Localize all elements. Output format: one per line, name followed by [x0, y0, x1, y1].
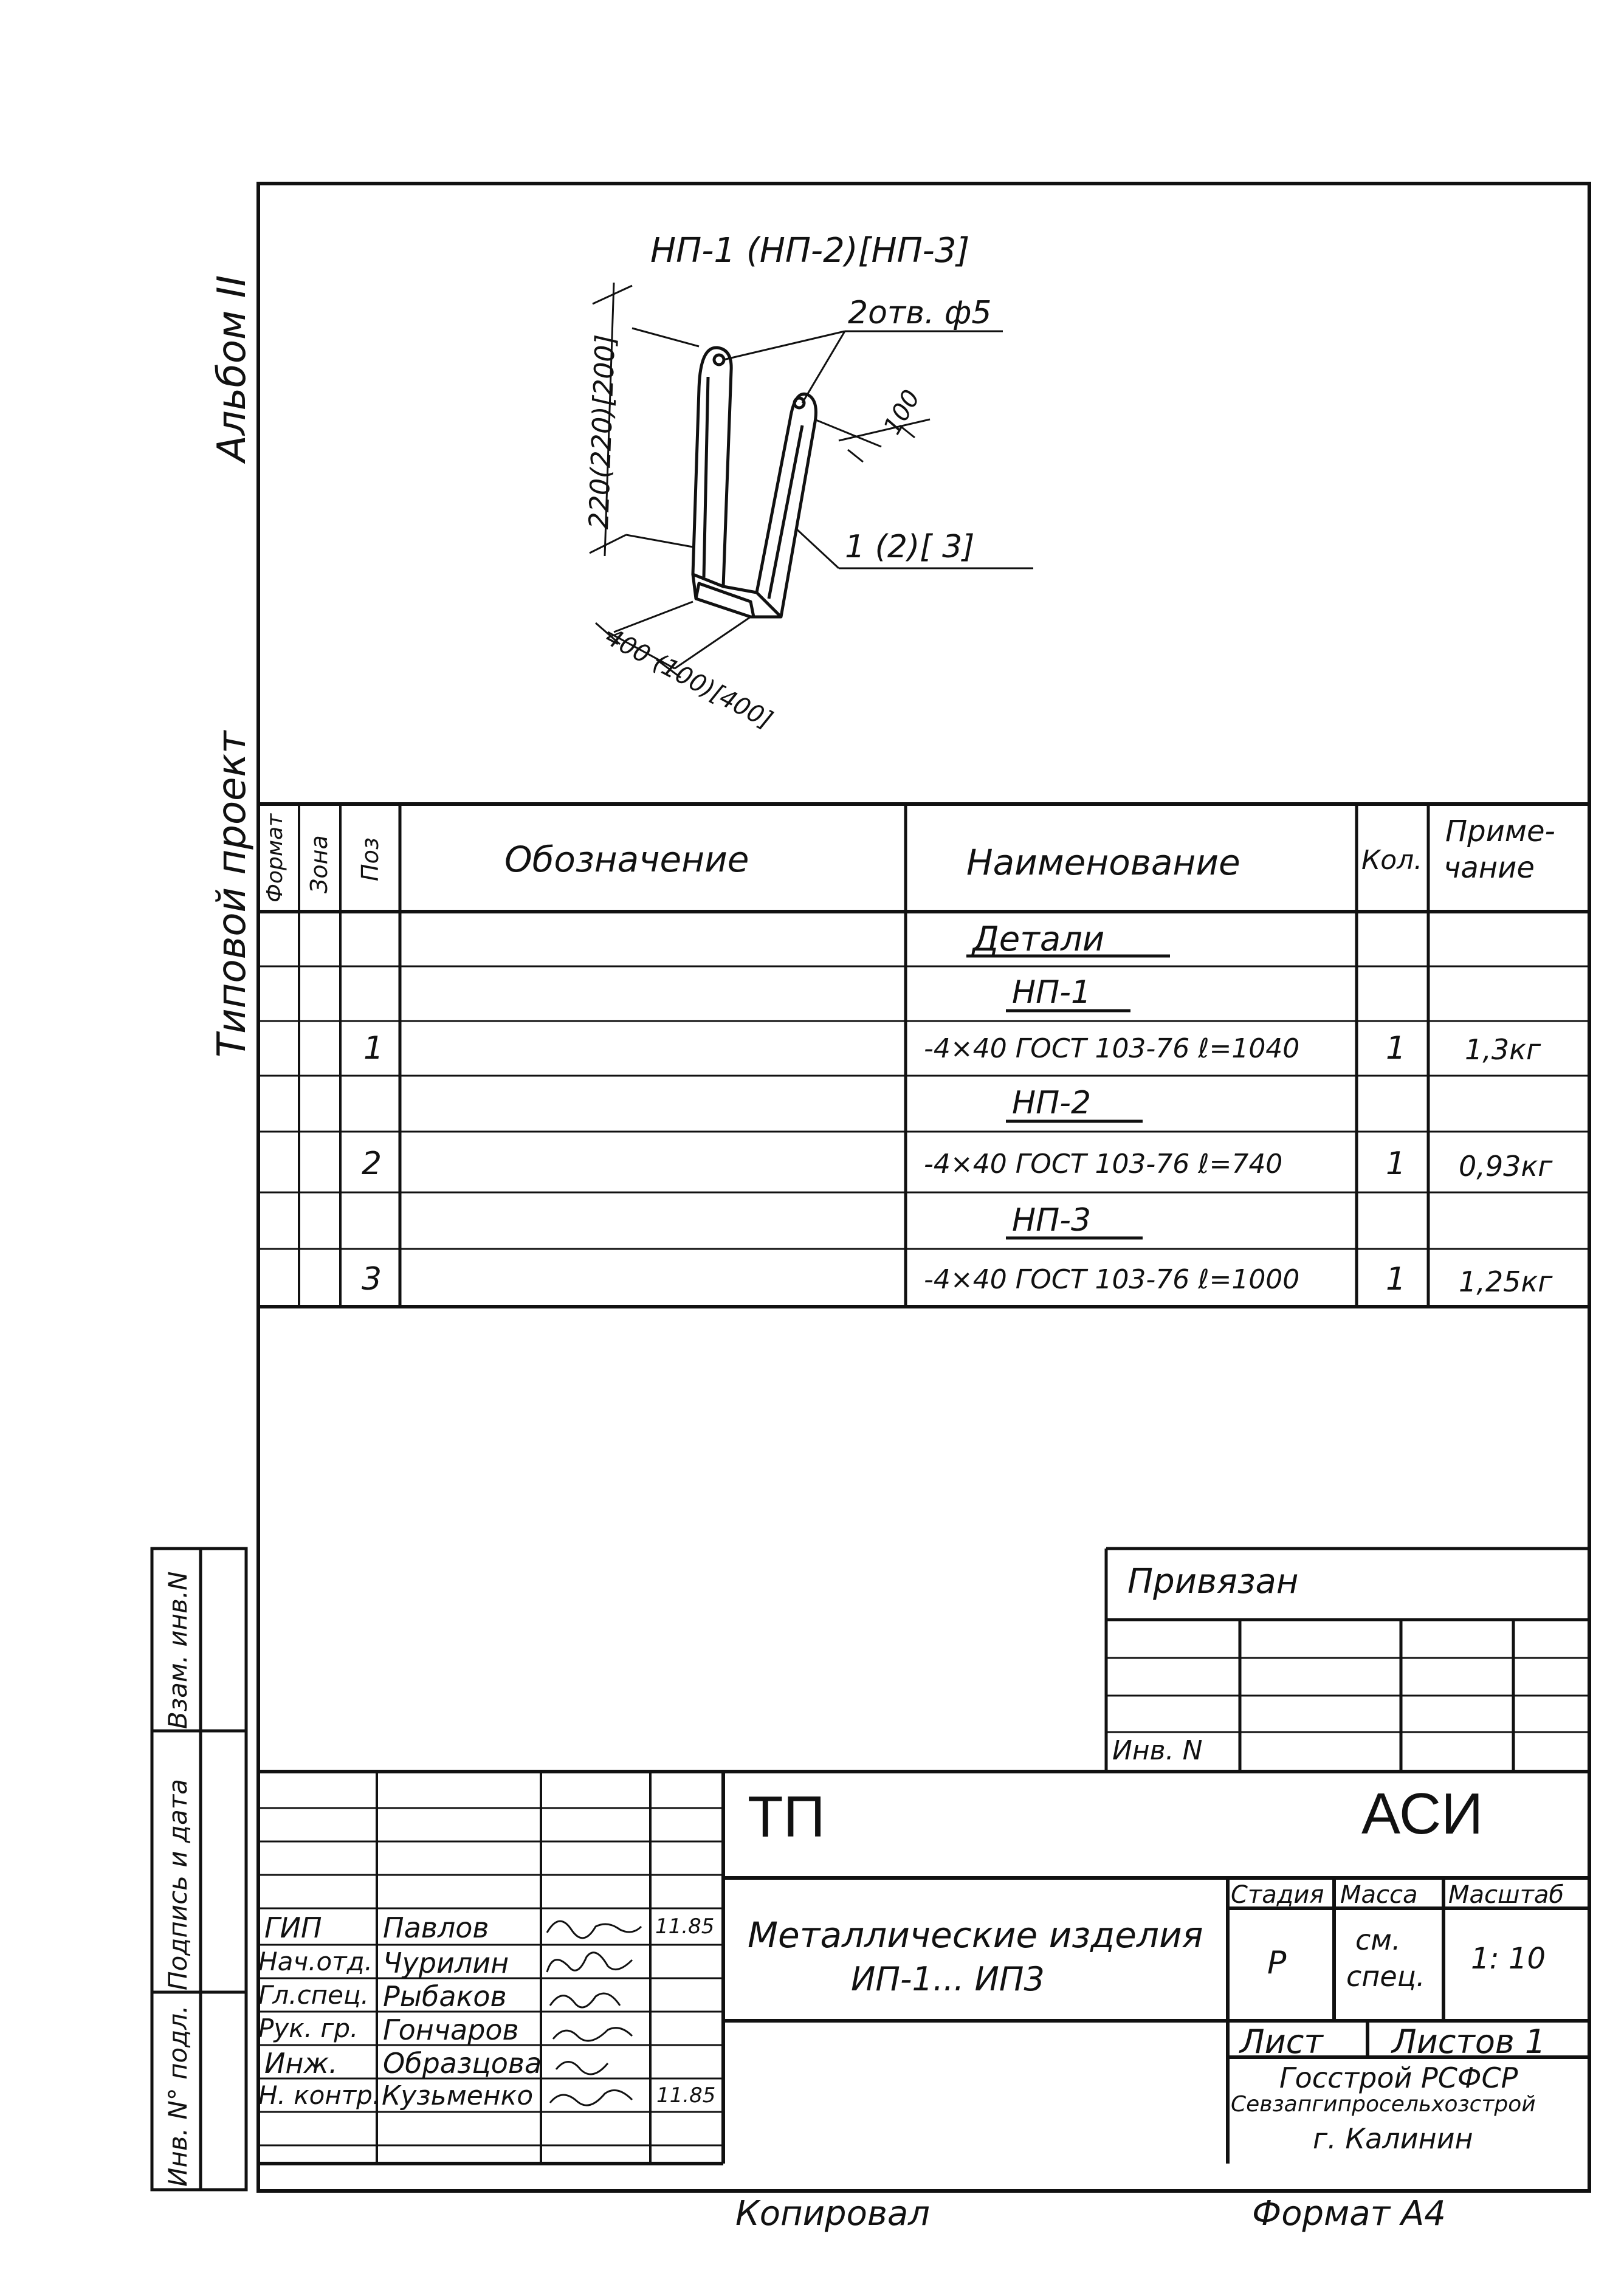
col-note-header-1: Приме-: [1445, 814, 1555, 848]
col-designation-header: Обозначение: [504, 839, 749, 880]
table-row-name: -4×40 ГОСТ 103-76 ℓ=740: [924, 1149, 1283, 1180]
person-role: Н. контр.: [258, 2080, 381, 2110]
table-row-pos: 1: [363, 1030, 384, 1067]
person-role: Гл.спец.: [258, 1980, 369, 2010]
person-date: 11.85: [656, 2083, 716, 2108]
org-line-3: г. Калинин: [1313, 2122, 1473, 2155]
table-row-note: 1,3кг: [1465, 1033, 1541, 1066]
main-border: [256, 182, 1591, 2193]
sheet-label: Лист: [1240, 2023, 1323, 2061]
person-name: Рыбаков: [383, 1980, 507, 2013]
group-heading: НП-2: [1012, 1085, 1092, 1121]
table-row-note: 1,25кг: [1459, 1265, 1553, 1298]
table-row-pos: 3: [362, 1261, 382, 1298]
stage-value: Р: [1267, 1945, 1287, 1981]
person-name: Павлов: [383, 1911, 489, 1944]
project-label: Типовой проект: [210, 731, 255, 1057]
handwritten-signatures: [546, 1920, 642, 2106]
table-row-qty: 1: [1386, 1146, 1406, 1182]
table-row-note: 0,93кг: [1459, 1150, 1553, 1183]
person-name: Образцова: [383, 2047, 542, 2080]
scale-header: Масштаб: [1448, 1881, 1564, 1909]
part-title: НП-1 (НП-2)[НП-3]: [650, 231, 970, 270]
org-line-2: Севзапгипросельхозстрой: [1231, 2092, 1536, 2117]
org-line-1: Госстрой РСФСР: [1279, 2061, 1518, 2094]
format-label: Формат А4: [1252, 2194, 1446, 2233]
col-pos-header: Поз: [357, 837, 384, 881]
document-subtitle: ИП-1... ИП3: [851, 1960, 1045, 1998]
group-heading: НП-1: [1012, 974, 1092, 1011]
album-label: Альбом II: [210, 275, 255, 462]
person-role: Рук. гр.: [258, 2013, 359, 2043]
tp-code: ТП: [748, 1784, 825, 1849]
table-row-name: -4×40 ГОСТ 103-76 ℓ=1000: [924, 1264, 1300, 1295]
table-row-qty: 1: [1386, 1261, 1406, 1298]
inv-number-label: Инв. N: [1112, 1735, 1203, 1766]
person-date: 11.85: [655, 1914, 715, 1939]
person-role: Нач.отд.: [258, 1947, 373, 1976]
sheets-count: Листов 1: [1392, 2023, 1546, 2061]
vzam-inv-label: Взам. инв.N: [163, 1571, 193, 1729]
position-label: 1 (2)[ 3]: [845, 529, 975, 565]
privyazan-label: Привязан: [1127, 1562, 1299, 1601]
table-row-name: -4×40 ГОСТ 103-76 ℓ=1040: [924, 1033, 1300, 1064]
section-heading: Детали: [972, 920, 1105, 959]
person-name: Чурилин: [383, 1947, 509, 1979]
signature-date-label: Подпись и дата: [163, 1779, 193, 1990]
group-heading: НП-3: [1012, 1202, 1092, 1239]
col-qty-header: Кол.: [1361, 845, 1423, 876]
scale-value: 1: 10: [1471, 1942, 1546, 1976]
stage-header: Стадия: [1231, 1881, 1324, 1909]
table-row-qty: 1: [1386, 1030, 1406, 1067]
person-name: Кузьменко: [382, 2080, 534, 2111]
copied-label: Копировал: [735, 2194, 930, 2233]
person-role: ГИП: [264, 1911, 322, 1944]
mass-header: Масса: [1340, 1881, 1418, 1909]
mass-value-2: спец.: [1346, 1960, 1425, 1993]
col-name-header: Наименование: [966, 842, 1240, 883]
col-note-header-2: чание: [1443, 851, 1535, 885]
document-title: Металлические изделия: [748, 1914, 1203, 1956]
holes-label: 2отв. ф5: [848, 295, 992, 331]
table-row-pos: 2: [362, 1146, 382, 1182]
person-role: Инж.: [264, 2047, 338, 2080]
mass-value-1: см.: [1355, 1924, 1401, 1956]
asi-code: АСИ: [1361, 1781, 1484, 1846]
col-format-header: Формат: [263, 813, 287, 902]
part-isometric-drawing: [691, 346, 817, 619]
person-name: Гончаров: [383, 2013, 519, 2046]
col-zone-header: Зона: [306, 835, 332, 893]
inv-original-label: Инв. N° подл.: [163, 2005, 193, 2187]
